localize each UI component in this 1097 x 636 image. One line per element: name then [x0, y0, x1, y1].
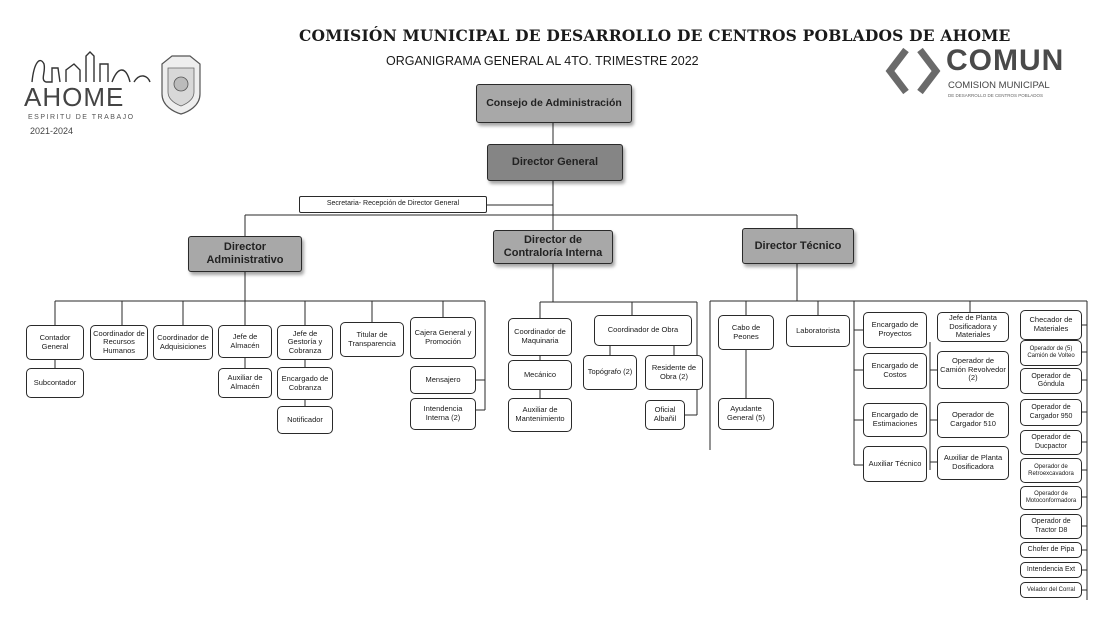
jefe-gestoria-box: Jefe de Gestoría y Cobranza [277, 325, 333, 360]
mecanico-box: Mecánico [508, 360, 572, 390]
chofer-pipa-box: Chofer de Pipa [1020, 542, 1082, 558]
auxiliar-planta-box: Auxiliar de Planta Dosificadora [937, 446, 1009, 480]
titular-transparencia-box: Titular de Transparencia [340, 322, 404, 357]
encargado-cobranza-box: Encargado de Cobranza [277, 367, 333, 400]
director-administrativo-box: Director Administrativo [188, 236, 302, 272]
jefe-almacen-box: Jefe de Almacén [218, 325, 272, 358]
notificador-box: Notificador [277, 406, 333, 434]
operador-cargador-950-box: Operador de Cargador 950 [1020, 399, 1082, 426]
operador-camion-revolvedor-box: Operador de Camión Revolvedor (2) [937, 351, 1009, 389]
cajera-general-box: Cajera General y Promoción [410, 317, 476, 359]
comun-logo: COMUN COMISION MUNICIPAL DE DESARROLLO D… [880, 42, 1080, 112]
contador-general-box: Contador General [26, 325, 84, 360]
chart-subtitle: ORGANIGRAMA GENERAL AL 4TO. TRIMESTRE 20… [386, 54, 699, 68]
auxiliar-tecnico-box: Auxiliar Técnico [863, 446, 927, 482]
consejo-box: Consejo de Administración [476, 84, 632, 123]
operador-volteo-box: Operador de (5) Camión de Volteo [1020, 340, 1082, 366]
coordinador-rh-box: Coordinador de Recursos Humanos [90, 325, 148, 360]
ahome-years: 2021-2024 [30, 126, 74, 136]
encargado-costos-box: Encargado de Costos [863, 353, 927, 389]
ahome-skyline-icon [31, 51, 151, 83]
intendencia-externa-box: Intendencia Ext [1020, 562, 1082, 578]
coordinador-obra-box: Coordinador de Obra [594, 315, 692, 346]
cabo-peones-box: Cabo de Peones [718, 315, 774, 350]
comun-diamond-icon [885, 47, 941, 95]
operador-motoconformadora-box: Operador de Motoconformadora [1020, 486, 1082, 510]
laboratorista-box: Laboratorista [786, 315, 850, 347]
encargado-estimaciones-box: Encargado de Estimaciones [863, 403, 927, 437]
operador-cargador-510-box: Operador de Cargador 510 [937, 402, 1009, 438]
ahome-wordmark: AHOME [24, 82, 125, 112]
subcontador-box: Subcontador [26, 368, 84, 398]
comun-line2: DE DESARROLLO DE CENTROS POBLADOS [948, 93, 1044, 98]
comun-line1: COMISION MUNICIPAL [948, 80, 1050, 91]
topografo-box: Topógrafo (2) [583, 355, 637, 390]
director-contraloria-box: Director de Contraloría Interna [493, 230, 613, 264]
intendencia-interna-box: Intendencia Interna (2) [410, 398, 476, 430]
checador-materiales-box: Checador de Materiales [1020, 310, 1082, 340]
secretaria-box: Secretaria- Recepción de Director Genera… [299, 196, 487, 213]
jefe-planta-box: Jefe de Planta Dosificadora y Materiales [937, 312, 1009, 342]
director-tecnico-box: Director Técnico [742, 228, 854, 264]
comun-wordmark: COMUN [946, 44, 1065, 77]
director-general-box: Director General [487, 144, 623, 181]
auxiliar-almacen-box: Auxiliar de Almacén [218, 368, 272, 398]
ayudante-general-box: Ayudante General (5) [718, 398, 774, 430]
residente-obra-box: Residente de Obra (2) [645, 355, 703, 390]
municipal-seal-icon [161, 55, 201, 115]
operador-gondola-box: Operador de Góndula [1020, 368, 1082, 394]
ahome-tagline: ESPIRITU DE TRABAJO [28, 114, 135, 121]
coordinador-maquinaria-box: Coordinador de Maquinaria [508, 318, 572, 356]
ahome-logo: AHOME ESPIRITU DE TRABAJO 2021-2024 [24, 42, 224, 162]
encargado-proyectos-box: Encargado de Proyectos [863, 312, 927, 348]
velador-corral-box: Velador del Corral [1020, 582, 1082, 598]
operador-tractor-box: Operador de Tractor D8 [1020, 514, 1082, 539]
oficial-albanil-box: Oficial Albañil [645, 400, 685, 430]
coordinador-adquisiciones-box: Coordinador de Adquisiciones [153, 325, 213, 360]
operador-retro-box: Operador de Retroexcavadora [1020, 458, 1082, 483]
mensajero-box: Mensajero [410, 366, 476, 394]
auxiliar-mantenimiento-box: Auxiliar de Mantenimiento [508, 398, 572, 432]
operador-ducpactor-box: Operador de Ducpactor [1020, 430, 1082, 455]
chart-title: COMISIÓN MUNICIPAL DE DESARROLLO DE CENT… [299, 26, 1011, 45]
